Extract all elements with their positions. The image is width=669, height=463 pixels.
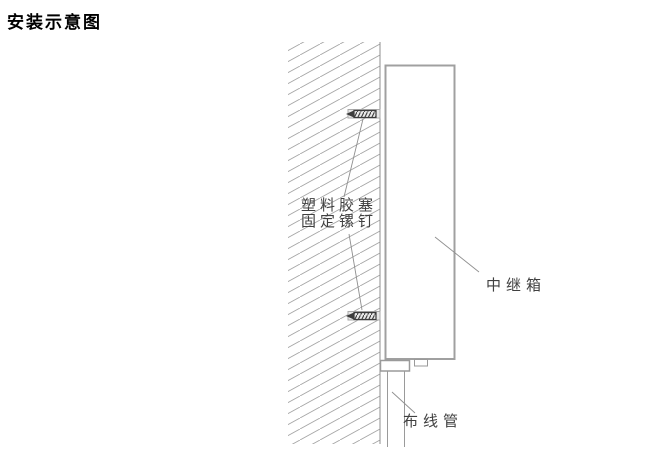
fixing-screw-lower [346, 311, 381, 321]
screw-tip [346, 312, 354, 320]
box-bottom-tab [414, 359, 428, 367]
label-plastic-plug-line1: 塑料胶塞 [301, 196, 378, 214]
label-repeater-box: 中继箱 [486, 276, 547, 294]
repeater-box-outline [384, 64, 456, 360]
label-plastic-plug-screw: 塑料胶塞 固定镙钉 [301, 197, 377, 229]
fixing-screw-upper [346, 109, 381, 119]
leader-line-repeater-box [434, 236, 480, 273]
label-conduit: 布线管 [403, 412, 464, 430]
page-title: 安装示意图 [7, 13, 102, 33]
screw-body [353, 311, 377, 321]
leader-line-conduit [391, 391, 416, 414]
leader-line-lower-screw [348, 233, 363, 311]
screw-body [353, 109, 377, 119]
conduit-coupling [379, 359, 411, 372]
label-plastic-plug-line2: 固定镙钉 [301, 212, 378, 230]
leader-line-upper-screw [343, 118, 364, 198]
wall-hatch-area [288, 42, 380, 444]
screw-tip [346, 110, 354, 118]
